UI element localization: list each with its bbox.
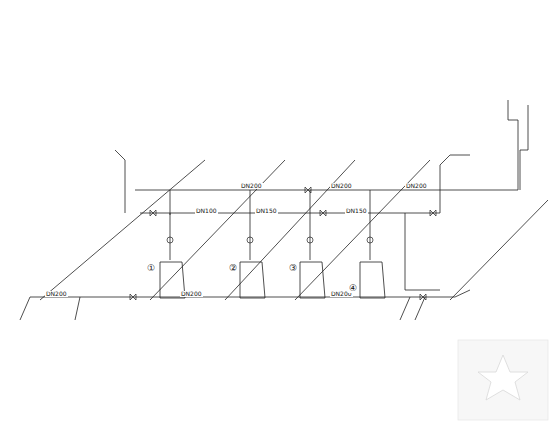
pipe-size-label: DN150 <box>345 208 368 214</box>
pipe-size-label: DN200 <box>45 291 68 297</box>
pipe-size-label: DN100 <box>195 208 218 214</box>
pipe-size-label: DN200 <box>405 183 428 189</box>
pipe-size-label: DN150 <box>255 208 278 214</box>
callout-number: ③ <box>288 264 298 273</box>
pipe-size-label: DN200 <box>330 183 353 189</box>
callout-number: ④ <box>348 284 358 293</box>
callout-number: ① <box>146 264 156 273</box>
pipe-size-label: DN200 <box>240 183 263 189</box>
pipe-size-label: DN200 <box>180 291 203 297</box>
callout-number: ② <box>228 264 238 273</box>
